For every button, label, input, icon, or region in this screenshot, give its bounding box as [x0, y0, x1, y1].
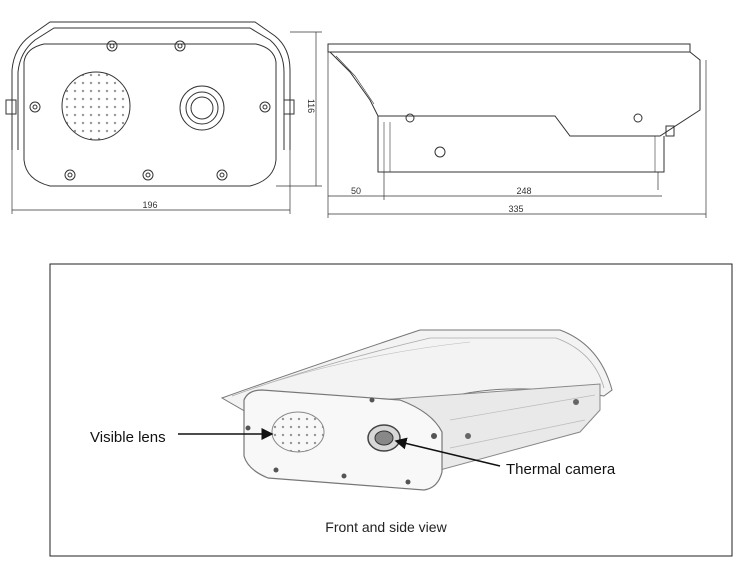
side-front-dimension: 50: [351, 186, 361, 196]
front-height-dimension: 116: [306, 99, 316, 113]
callout-arrows: [178, 428, 501, 467]
front-screws: [29, 40, 271, 181]
visible-lens-drawing: [61, 71, 131, 141]
side-view-drawing: [327, 43, 707, 218]
front-view-drawing: [5, 21, 322, 214]
camera-photo: [220, 329, 613, 491]
front-width-dimension: 196: [142, 200, 157, 210]
photo-caption: Front and side view: [325, 519, 447, 535]
thermal-camera-label: Thermal camera: [506, 461, 616, 478]
visible-lens-label: Visible lens: [90, 429, 166, 446]
thermal-camera-photo: [367, 424, 401, 452]
visible-lens-photo: [271, 411, 325, 453]
thermal-lens-drawing: [179, 85, 225, 131]
side-total-dimension: 335: [508, 204, 523, 214]
side-body-dimension: 248: [516, 186, 531, 196]
